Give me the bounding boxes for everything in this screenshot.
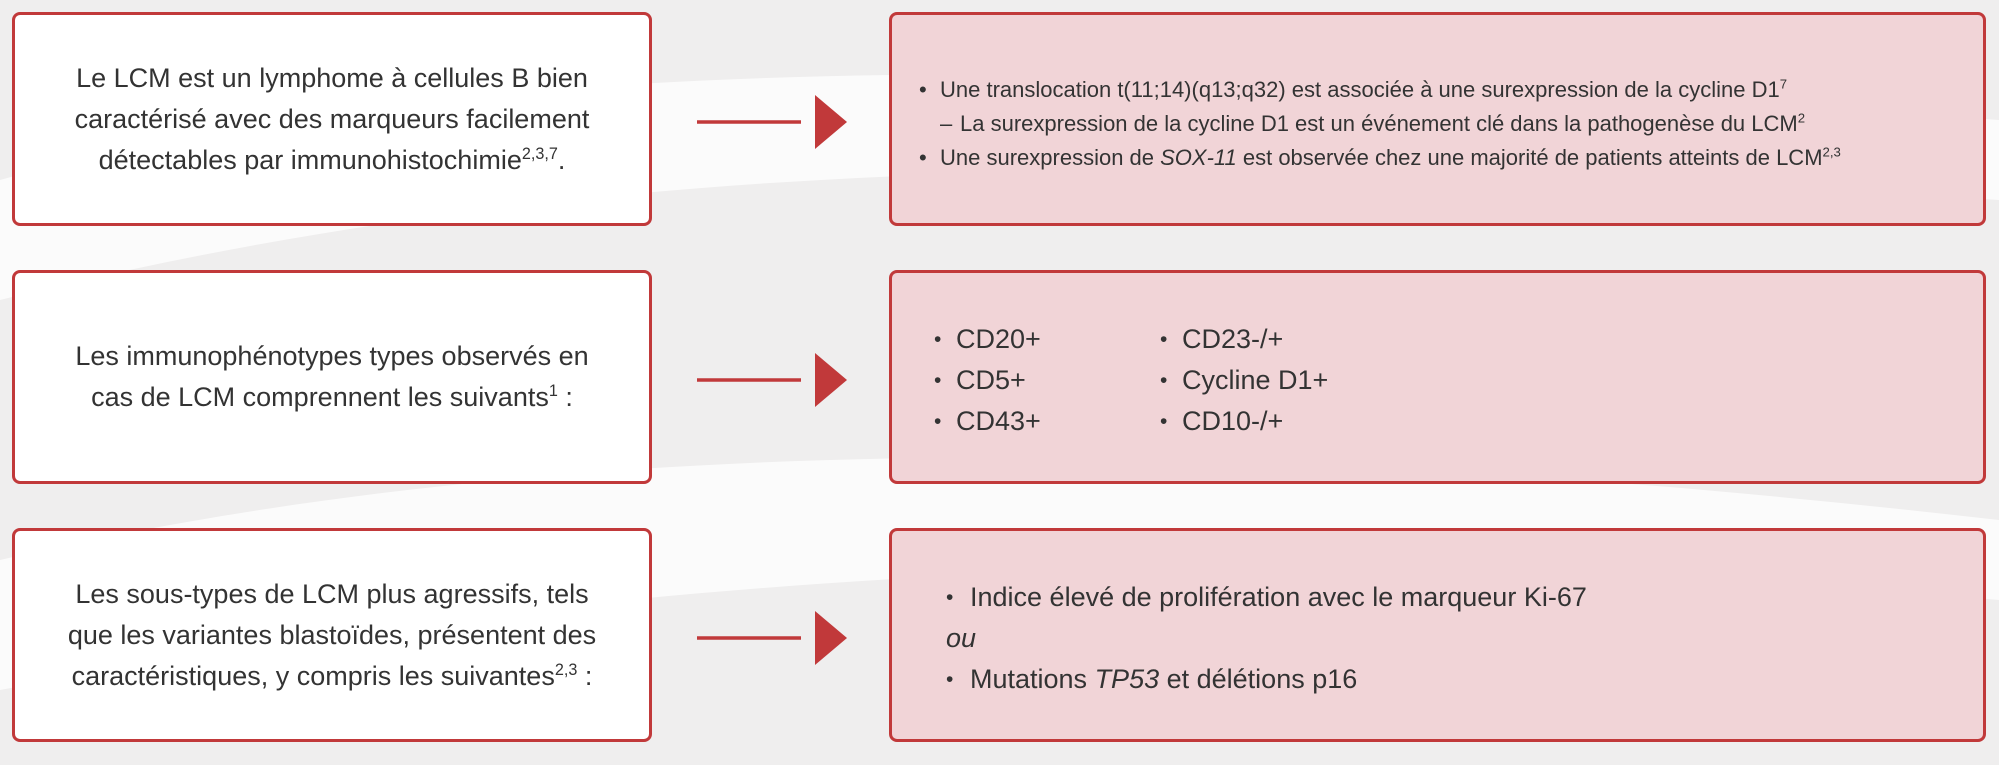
marker-column-1: CD20+ CD5+ CD43+ (934, 319, 1182, 442)
list-subitem: La surexpression de la cycline D1 est un… (940, 107, 1983, 141)
left-box-immunophenotypes: Les immunophénotypes types observés en c… (12, 270, 652, 484)
left-box-aggressive-subtypes: Les sous-types de LCM plus agressifs, te… (12, 528, 652, 742)
list-item: CD20+ (934, 319, 1182, 360)
list-item: CD5+ (934, 360, 1182, 401)
right-box-characteristics: Indice élevé de prolifération avec le ma… (889, 528, 1986, 742)
list-item: CD43+ (934, 401, 1182, 442)
or-connector: ou (946, 623, 977, 653)
arrow-right-icon (697, 95, 847, 149)
marker-columns: CD20+ CD5+ CD43+ CD23-/+ Cycline D1+ CD1… (892, 273, 1983, 442)
left-box-cyclin: Le LCM est un lymphome à cellules B bien… (12, 12, 652, 226)
left-box-text: Les immunophénotypes types observés en c… (75, 341, 589, 412)
list-item: Indice élevé de prolifération avec le ma… (946, 577, 1983, 618)
list-item: Une surexpression de SOX-11 est observée… (919, 141, 1983, 175)
characteristics-list: Indice élevé de prolifération avec le ma… (892, 531, 1983, 700)
list-item: Cycline D1+ (1160, 360, 1408, 401)
left-box-text: Le LCM est un lymphome à cellules B bien… (74, 62, 590, 175)
list-item: CD10-/+ (1160, 401, 1408, 442)
left-box-text: Les sous-types de LCM plus agressifs, te… (67, 578, 597, 691)
translocation-list: Une translocation t(11;14)(q13;q32) est … (892, 15, 1983, 175)
list-item: CD23-/+ (1160, 319, 1408, 360)
right-box-markers: CD20+ CD5+ CD43+ CD23-/+ Cycline D1+ CD1… (889, 270, 1986, 484)
arrow-right-icon (697, 611, 847, 665)
list-item: Une translocation t(11;14)(q13;q32) est … (919, 73, 1983, 107)
right-box-cyclin: Une translocation t(11;14)(q13;q32) est … (889, 12, 1986, 226)
marker-column-2: CD23-/+ Cycline D1+ CD10-/+ (1160, 319, 1408, 442)
arrow-right-icon (697, 353, 847, 407)
list-item: Mutations TP53 et délétions p16 (946, 659, 1983, 700)
